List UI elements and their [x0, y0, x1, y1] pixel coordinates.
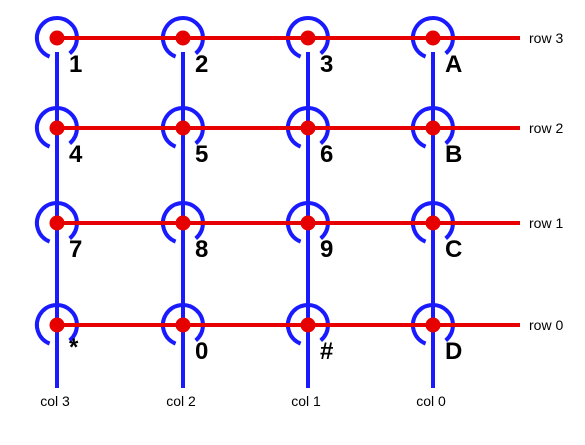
- key-switch-arc-A: [411, 16, 455, 59]
- key-switch-arc-6: [286, 106, 330, 149]
- key-switch-arc-3: [286, 16, 330, 59]
- key-switch-arc-1: [35, 16, 79, 59]
- key-switch-arc-0: [161, 303, 205, 346]
- key-label-9: 9: [320, 236, 333, 263]
- row-node-0: [175, 317, 191, 333]
- key-label-1: 1: [69, 51, 82, 78]
- row-label: row 2: [529, 120, 563, 136]
- row-node-8: [175, 215, 191, 231]
- row-node-1: [49, 30, 65, 46]
- key-switch-arc-*: [35, 303, 79, 346]
- key-label-D: D: [445, 338, 462, 365]
- key-switch-arc-B: [411, 106, 455, 149]
- key-label-6: 6: [320, 141, 333, 168]
- row-label: row 0: [529, 317, 563, 333]
- key-label-2: 2: [195, 51, 208, 78]
- row-node-#: [300, 317, 316, 333]
- key-label-5: 5: [195, 141, 208, 168]
- key-switch-arc-D: [411, 303, 455, 346]
- row-node-D: [425, 317, 441, 333]
- column-label: col 3: [40, 393, 70, 409]
- key-label-8: 8: [195, 236, 208, 263]
- row-node-5: [175, 120, 191, 136]
- row-label: row 3: [529, 30, 563, 46]
- key-switch-arc-7: [35, 201, 79, 244]
- row-node-7: [49, 215, 65, 231]
- column-label: col 2: [166, 393, 196, 409]
- key-label-hash: #: [320, 338, 333, 365]
- row-node-6: [300, 120, 316, 136]
- column-label: col 0: [416, 393, 446, 409]
- key-switch-arc-9: [286, 201, 330, 244]
- key-label-7: 7: [69, 236, 82, 263]
- row-node-B: [425, 120, 441, 136]
- key-switch-arc-#: [286, 303, 330, 346]
- row-node-*: [49, 317, 65, 333]
- key-switch-arc-C: [411, 201, 455, 244]
- row-node-C: [425, 215, 441, 231]
- row-node-9: [300, 215, 316, 231]
- key-label-star: *: [69, 334, 79, 361]
- row-node-2: [175, 30, 191, 46]
- key-label-3: 3: [320, 51, 333, 78]
- row-node-4: [49, 120, 65, 136]
- column-label: col 1: [291, 393, 321, 409]
- key-label-B: B: [445, 141, 462, 168]
- key-switch-arc-4: [35, 106, 79, 149]
- key-label-4: 4: [69, 141, 83, 168]
- row-label: row 1: [529, 215, 563, 231]
- key-label-C: C: [445, 236, 462, 263]
- key-switch-arc-8: [161, 201, 205, 244]
- row-node-3: [300, 30, 316, 46]
- key-label-0: 0: [195, 338, 208, 365]
- key-switch-arc-5: [161, 106, 205, 149]
- row-node-A: [425, 30, 441, 46]
- key-label-A: A: [445, 51, 462, 78]
- key-switch-arc-2: [161, 16, 205, 59]
